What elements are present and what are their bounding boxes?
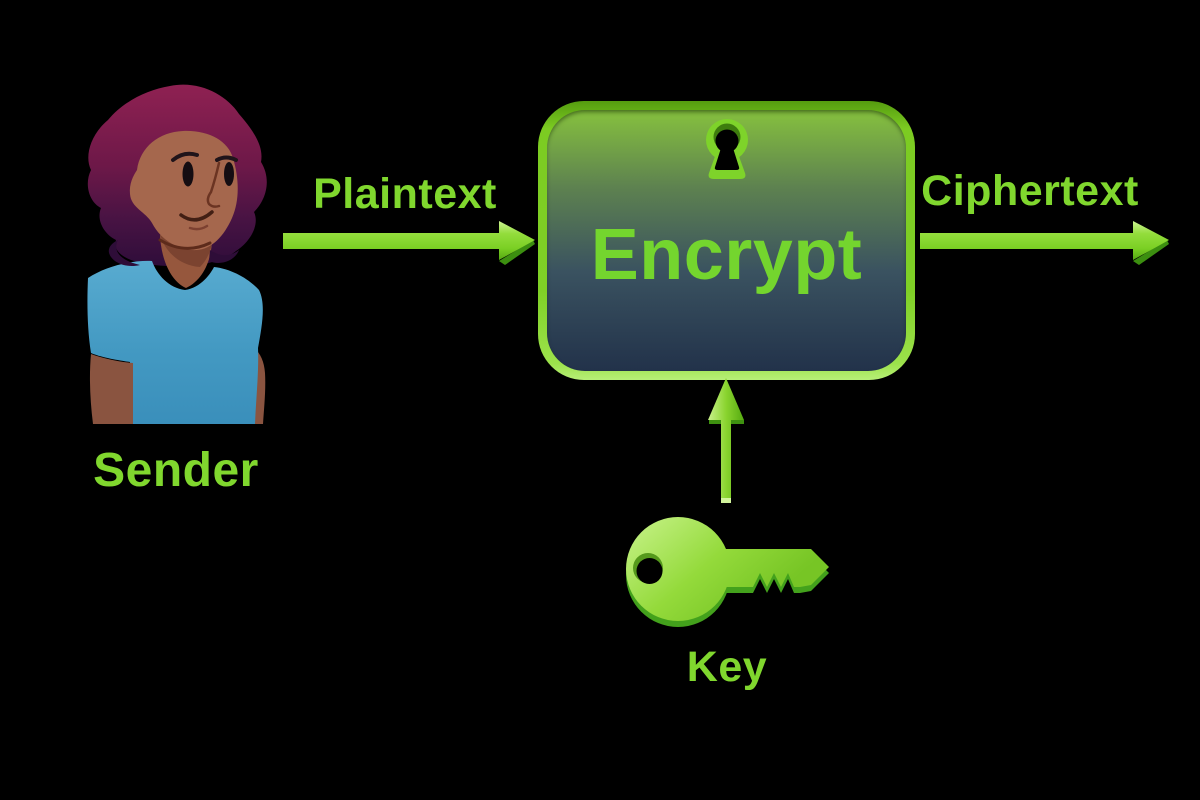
eye-left: [182, 161, 194, 187]
nose: [206, 161, 221, 208]
brow-left: [171, 151, 199, 162]
plaintext-label: Plaintext: [313, 170, 497, 218]
sender-label: Sender: [93, 444, 259, 497]
encrypt-box: Encrypt: [538, 101, 915, 380]
arm-left: [89, 354, 133, 424]
keyhole-icon: [705, 119, 748, 179]
ciphertext-label: Ciphertext: [921, 167, 1139, 215]
encrypt-label: Encrypt: [590, 215, 863, 295]
jaw-line: [158, 238, 212, 250]
plaintext-arrow: [283, 221, 535, 265]
face: [129, 130, 238, 251]
encrypt-box-inner: Encrypt: [547, 110, 906, 371]
key-label: Key: [686, 643, 768, 691]
woman-avatar-icon: [87, 84, 267, 424]
hair-tip-right: [209, 250, 239, 263]
mouth: [179, 210, 214, 222]
ciphertext-arrow: [920, 221, 1169, 265]
brow-right: [215, 155, 238, 162]
key-icon: [626, 517, 829, 627]
eye-right: [224, 162, 234, 186]
key-arrow: [708, 378, 744, 503]
hair-tip-left: [108, 240, 140, 267]
lower-lip: [188, 224, 209, 231]
